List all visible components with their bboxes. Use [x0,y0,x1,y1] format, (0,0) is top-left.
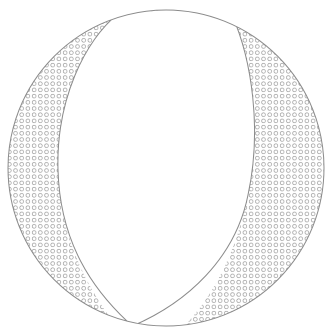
right-compressional-region [185,15,332,325]
left-compressional-region [4,10,166,317]
